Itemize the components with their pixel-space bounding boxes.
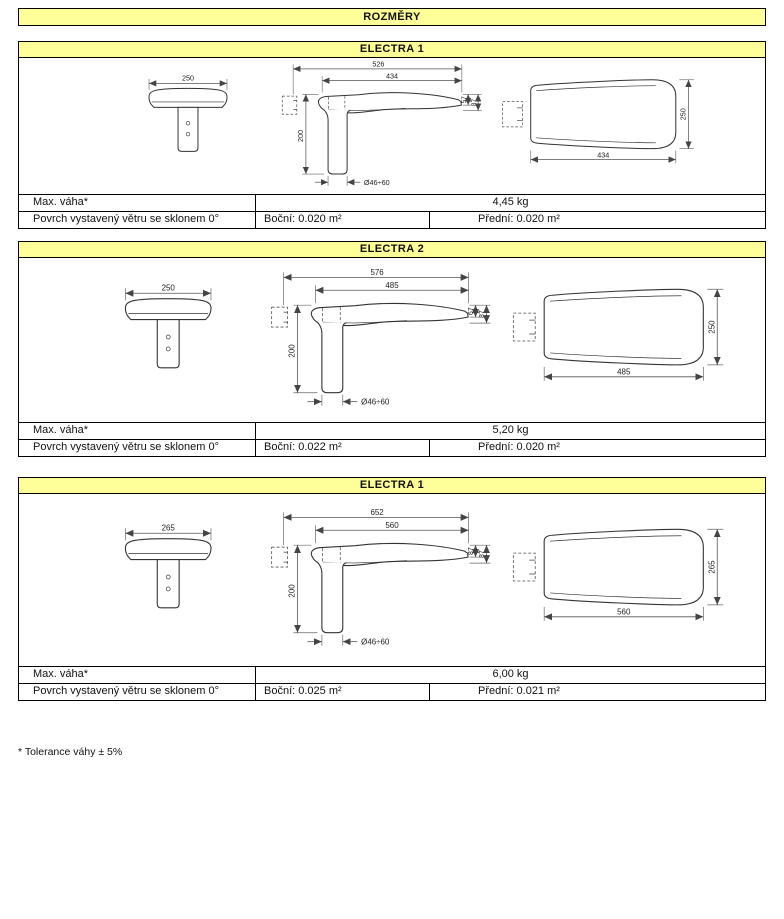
technical-drawing: 265 652 560 bbox=[19, 494, 765, 666]
dim-top-width: 265 bbox=[707, 560, 716, 574]
max-weight-value: 4,45 kg bbox=[492, 196, 529, 208]
dim-max-height: 87 bbox=[479, 310, 486, 318]
dim-top-length: 485 bbox=[617, 367, 631, 376]
dim-front-width: 250 bbox=[182, 74, 194, 83]
front-area-value: Přední: 0.021 m² bbox=[478, 685, 560, 697]
top-view: 250 434 bbox=[502, 79, 694, 164]
page-title: ROZMĚRY bbox=[18, 8, 766, 26]
dim-overall-length: 526 bbox=[372, 60, 384, 69]
dim-pole-diameter: Ø46÷60 bbox=[361, 398, 390, 407]
max-weight-value: 5,20 kg bbox=[492, 424, 529, 436]
section-electra-3: ELECTRA 1 265 bbox=[18, 477, 766, 701]
dimension-drawing: 265 652 560 bbox=[124, 508, 724, 647]
dim-pole-diameter: Ø46÷60 bbox=[364, 178, 390, 187]
side-area-value: Boční: 0.020 m² bbox=[256, 212, 430, 228]
section-electra-1: ELECTRA 1 250 bbox=[18, 41, 766, 229]
dimension-drawing: 250 576 485 bbox=[124, 268, 724, 407]
dim-pole-diameter: Ø46÷60 bbox=[361, 638, 390, 647]
technical-drawing: 250 576 485 bbox=[19, 258, 765, 422]
front-view: 250 bbox=[148, 74, 228, 152]
section-electra-2: ELECTRA 2 250 bbox=[18, 241, 766, 457]
front-view: 250 bbox=[124, 283, 212, 369]
dim-body-length: 485 bbox=[385, 281, 399, 290]
wind-surface-label: Povrch vystavený větru se sklonem 0° bbox=[19, 212, 256, 228]
max-weight-row: Max. váha* 5,20 kg bbox=[19, 422, 765, 439]
front-area-value: Přední: 0.020 m² bbox=[478, 441, 560, 453]
dim-top-length: 560 bbox=[617, 607, 631, 616]
dim-rear-height: 87 bbox=[468, 547, 475, 555]
dim-body-length: 560 bbox=[385, 521, 399, 530]
side-view: 652 560 200 87 bbox=[271, 508, 491, 647]
section-title: ELECTRA 1 bbox=[19, 42, 765, 58]
technical-drawing: 250 526 434 bbox=[19, 58, 765, 194]
dim-overall-length: 576 bbox=[370, 268, 384, 277]
max-weight-value: 6,00 kg bbox=[492, 668, 529, 680]
dim-overall-length: 652 bbox=[370, 508, 384, 517]
weight-tolerance-note: * Tolerance váhy ± 5% bbox=[18, 746, 123, 758]
side-view: 526 434 200 57 bbox=[281, 60, 482, 187]
dim-rear-height: 67 bbox=[468, 307, 475, 315]
max-weight-label: Max. váha* bbox=[19, 423, 256, 439]
dim-top-width: 250 bbox=[679, 108, 688, 120]
wind-surface-label: Povrch vystavený větru se sklonem 0° bbox=[19, 440, 256, 456]
wind-surface-label: Povrch vystavený větru se sklonem 0° bbox=[19, 684, 256, 700]
side-view: 576 485 200 67 bbox=[271, 268, 491, 407]
side-area-value: Boční: 0.025 m² bbox=[256, 684, 430, 700]
front-view: 265 bbox=[124, 523, 212, 609]
dim-top-width: 250 bbox=[707, 320, 716, 334]
front-area-value: Přední: 0.020 m² bbox=[478, 213, 560, 225]
wind-surface-row: Povrch vystavený větru se sklonem 0° Boč… bbox=[19, 683, 765, 700]
dim-height: 200 bbox=[288, 344, 297, 358]
dim-front-width: 265 bbox=[162, 523, 176, 532]
section-title: ELECTRA 1 bbox=[19, 478, 765, 494]
wind-surface-row: Povrch vystavený větru se sklonem 0° Boč… bbox=[19, 439, 765, 456]
dim-height: 200 bbox=[296, 130, 305, 142]
max-weight-row: Max. váha* 6,00 kg bbox=[19, 666, 765, 683]
dim-body-length: 434 bbox=[386, 71, 398, 80]
dim-front-width: 250 bbox=[162, 283, 176, 292]
max-weight-row: Max. váha* 4,45 kg bbox=[19, 194, 765, 211]
side-area-value: Boční: 0.022 m² bbox=[256, 440, 430, 456]
dim-height: 200 bbox=[288, 584, 297, 598]
dim-top-length: 434 bbox=[597, 150, 609, 159]
wind-surface-row: Povrch vystavený větru se sklonem 0° Boč… bbox=[19, 211, 765, 228]
dim-max-height: 87 bbox=[471, 98, 478, 106]
top-view: 265 560 bbox=[512, 528, 724, 621]
max-weight-label: Max. váha* bbox=[19, 667, 256, 683]
dim-max-height: 87 bbox=[479, 550, 486, 558]
dim-rear-height: 57 bbox=[461, 96, 468, 104]
max-weight-label: Max. váha* bbox=[19, 195, 256, 211]
section-title: ELECTRA 2 bbox=[19, 242, 765, 258]
top-view: 250 485 bbox=[512, 288, 724, 381]
dimension-drawing: 250 526 434 bbox=[148, 60, 694, 187]
